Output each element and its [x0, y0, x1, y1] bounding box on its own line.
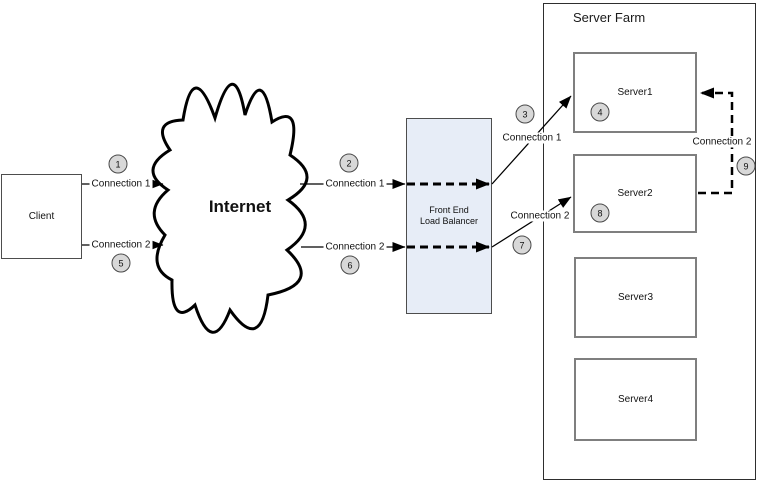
server1-label: Server1 [617, 87, 653, 98]
client-conn2-label: Connection 2 [89, 239, 153, 251]
server4-label: Server4 [617, 394, 653, 405]
loop-conn2-label: Connection 2 [690, 136, 754, 148]
load-balancer-node: Front End Load Balancer [406, 118, 492, 314]
client-conn1-label: Connection 1 [89, 178, 153, 190]
client-label: Client [28, 211, 55, 222]
internet-cloud-shape [151, 82, 309, 334]
lb-conn1-label: Connection 1 [323, 178, 387, 190]
load-balancer-label-line2: Load Balancer [419, 216, 479, 226]
server-farm-title: Server Farm [573, 10, 646, 25]
server-farm-box [543, 3, 756, 480]
internet-label: Internet [208, 197, 272, 216]
farm-conn2-label: Connection 2 [508, 210, 572, 222]
step-marker-9: 9 [736, 156, 756, 176]
server2-label: Server2 [617, 188, 653, 199]
lb-to-server2-conn2-line [491, 196, 572, 248]
step-marker-2: 2 [339, 153, 359, 173]
server3-label: Server3 [617, 292, 653, 303]
server3-node: Server3 [574, 257, 697, 338]
step-marker-1: 1 [108, 154, 128, 174]
client-node: Client [1, 174, 82, 259]
step-marker-5: 5 [111, 253, 131, 273]
step-marker-8: 8 [590, 203, 610, 223]
server4-node: Server4 [574, 358, 697, 441]
step-marker-6: 6 [340, 255, 360, 275]
step-marker-7: 7 [512, 235, 532, 255]
lb-conn2-label: Connection 2 [323, 241, 387, 253]
farm-conn1-label: Connection 1 [500, 132, 564, 144]
step-marker-3: 3 [515, 104, 535, 124]
step-marker-4: 4 [590, 102, 610, 122]
load-balancer-label-line1: Front End [429, 205, 469, 215]
